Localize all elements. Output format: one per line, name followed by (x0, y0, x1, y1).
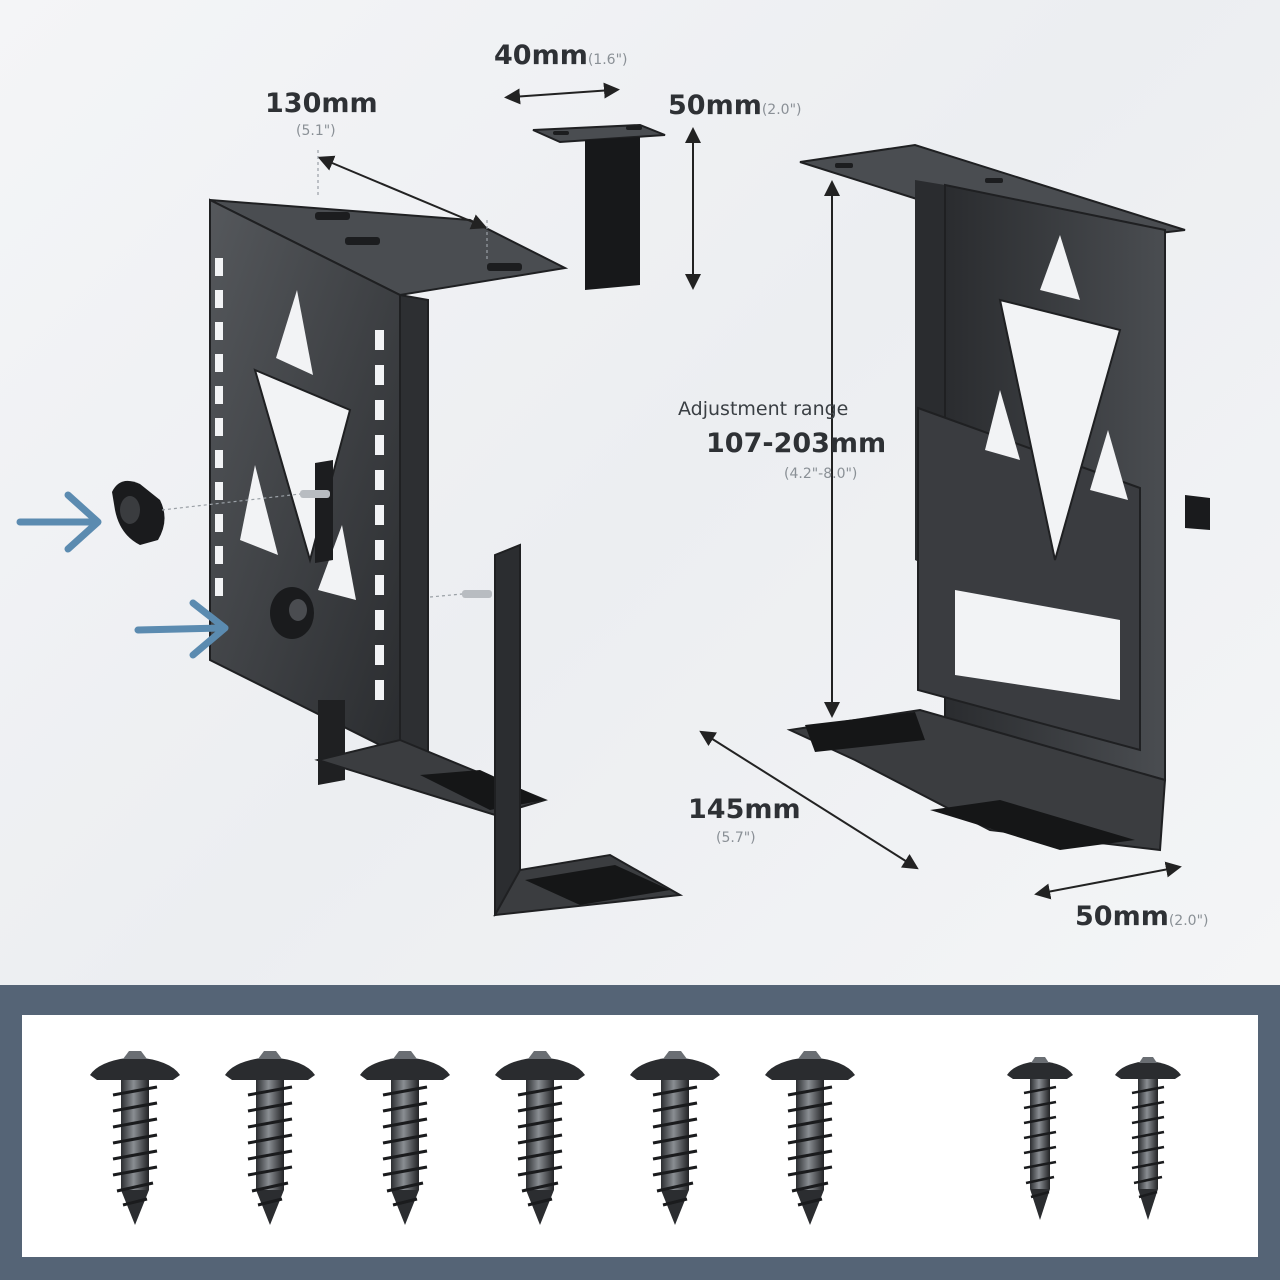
top-clip (532, 123, 666, 290)
screw-large-6-icon (763, 1049, 857, 1227)
bracket-diagram (16, 82, 1210, 917)
adjustment-sub: (4.2"-8.0") (784, 466, 858, 482)
screw-large-5-icon (628, 1049, 722, 1227)
bottom-width-label: 50mm(2.0") (1075, 901, 1209, 932)
screw-small-2-icon (1113, 1055, 1183, 1222)
right-bracket (786, 143, 1210, 852)
screws-area (22, 1015, 1258, 1257)
adjustment-value: 107-203mm (706, 428, 887, 459)
top-depth-label: 130mm (265, 88, 378, 119)
dimension-lines (317, 82, 1182, 900)
arrow-upper-icon (16, 491, 102, 553)
top-width-label: 40mm(1.6") (494, 40, 628, 71)
screw-large-4-icon (493, 1049, 587, 1227)
screw-large-1-icon (88, 1049, 182, 1227)
screws-illustration (88, 1049, 1183, 1227)
arrow-lower-icon (134, 599, 229, 659)
knob-lower (270, 587, 314, 639)
screw-large-3-icon (358, 1049, 452, 1227)
accessory-panel (0, 985, 1280, 1280)
bottom-depth-sub: (5.7") (716, 830, 756, 846)
top-height-label: 50mm(2.0") (668, 90, 802, 121)
screw-small-1-icon (1005, 1055, 1075, 1222)
adjustment-caption: Adjustment range (678, 398, 849, 420)
top-depth-sub: (5.1") (296, 123, 336, 139)
bottom-depth-label: 145mm (688, 794, 801, 825)
knob-upper (112, 480, 165, 545)
blue-arrows (16, 491, 229, 659)
screw-large-2-icon (223, 1049, 317, 1227)
left-bracket (112, 198, 684, 917)
